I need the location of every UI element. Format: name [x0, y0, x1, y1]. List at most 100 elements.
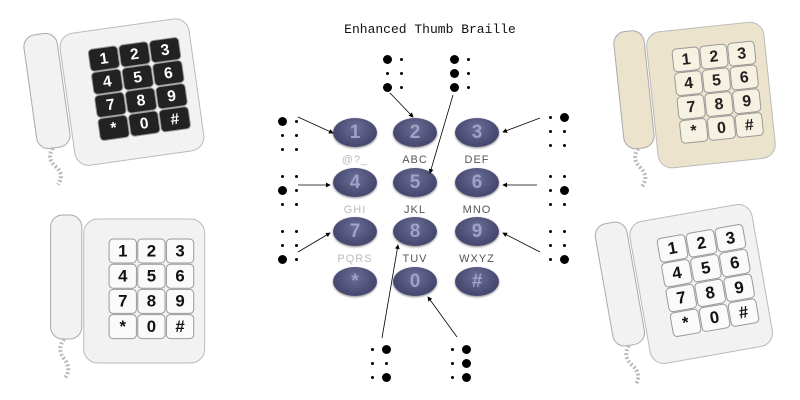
svg-text:9: 9: [166, 88, 177, 106]
phone-key-3: 3: [727, 40, 757, 67]
flat-dot: [280, 174, 284, 178]
raised-dot: [382, 82, 392, 92]
flat-dot: [399, 85, 403, 89]
svg-text:0: 0: [139, 115, 150, 133]
flat-dot: [399, 71, 403, 75]
phone-key-8: 8: [704, 91, 734, 117]
key-letters-9: WXYZ: [459, 253, 495, 265]
svg-text:#: #: [744, 117, 755, 135]
phone-key-5: 5: [137, 263, 166, 289]
raised-dot: [277, 116, 287, 126]
arrow-8: [381, 244, 400, 339]
svg-text:9: 9: [741, 93, 752, 111]
svg-text:5: 5: [147, 266, 156, 285]
key-0: 0: [393, 267, 437, 296]
svg-text:6: 6: [175, 266, 184, 285]
svg-text:6: 6: [739, 69, 750, 87]
raised-dot: [461, 372, 471, 382]
flat-dot: [450, 347, 454, 351]
svg-text:*: *: [119, 317, 126, 336]
svg-text:3: 3: [175, 241, 184, 260]
raised-dot: [381, 372, 391, 382]
svg-text:2: 2: [129, 46, 140, 64]
svg-text:1: 1: [666, 238, 679, 258]
key-4: 4: [333, 168, 377, 197]
phone-key-9: 9: [732, 88, 762, 115]
raised-dot: [449, 82, 459, 92]
phone-key-4: 4: [108, 263, 137, 289]
flat-dot: [562, 229, 566, 233]
svg-text:8: 8: [714, 96, 725, 114]
raised-dot: [461, 358, 471, 368]
phone-key-1: 1: [87, 45, 121, 72]
phone-key-7: 7: [665, 283, 698, 313]
phone-key-7: 7: [108, 288, 137, 314]
svg-text:8: 8: [147, 292, 156, 311]
key-letters-8: TUV: [402, 253, 428, 265]
flat-dot: [466, 71, 470, 75]
coiled-cord: [48, 146, 63, 186]
svg-text:3: 3: [724, 228, 737, 248]
svg-text:9: 9: [733, 277, 746, 297]
handset: [23, 32, 71, 150]
key-7: 7: [333, 217, 377, 246]
phone-key-0: 0: [706, 115, 736, 141]
phone-key-9: 9: [723, 273, 755, 302]
phone-key-*: *: [108, 314, 137, 340]
phone-key-3: 3: [148, 37, 182, 64]
flat-dot: [280, 202, 284, 206]
svg-text:4: 4: [683, 75, 694, 93]
svg-text:8: 8: [704, 283, 717, 303]
svg-text:7: 7: [686, 99, 697, 117]
phone-key-8: 8: [124, 87, 158, 114]
key-letters-1: @?_: [341, 154, 369, 166]
flat-dot: [548, 229, 552, 233]
raised-dot: [559, 185, 569, 195]
flat-dot: [548, 174, 552, 178]
phone-key-#: #: [165, 314, 195, 340]
raised-dot: [559, 254, 569, 264]
svg-text:5: 5: [700, 258, 713, 278]
svg-text:8: 8: [136, 92, 147, 110]
svg-text:*: *: [690, 123, 699, 141]
flat-dot: [548, 257, 552, 261]
svg-text:#: #: [737, 302, 750, 322]
svg-text:3: 3: [160, 41, 171, 59]
phone-key-5: 5: [121, 64, 154, 91]
flat-dot: [562, 202, 566, 206]
key-letters-2: ABC: [402, 154, 428, 166]
svg-text:3: 3: [736, 45, 747, 63]
phone-key-5: 5: [690, 254, 722, 283]
svg-text:6: 6: [729, 253, 742, 273]
phone-key-6: 6: [729, 64, 759, 91]
key-#: #: [455, 267, 499, 296]
flat-dot: [294, 174, 298, 178]
phone-key-6: 6: [165, 263, 195, 289]
svg-text:7: 7: [675, 288, 688, 308]
raised-dot: [381, 344, 391, 354]
flat-dot: [562, 243, 566, 247]
coiled-cord: [633, 147, 648, 188]
flat-dot: [562, 143, 566, 147]
arrow-7: [297, 232, 331, 253]
arrow-3: [502, 117, 541, 133]
flat-dot: [294, 133, 298, 137]
svg-text:4: 4: [118, 266, 128, 285]
flat-dot: [548, 115, 552, 119]
phone-key-2: 2: [685, 229, 718, 258]
phone-key-5: 5: [701, 67, 731, 94]
raised-dot: [277, 254, 287, 264]
key-9: 9: [455, 217, 499, 246]
svg-text:7: 7: [118, 292, 127, 311]
phone-key-#: #: [158, 106, 191, 133]
phone-key-*: *: [679, 118, 709, 144]
flat-dot: [384, 361, 388, 365]
phone-key-0: 0: [698, 303, 731, 332]
flat-dot: [450, 375, 454, 379]
svg-text:*: *: [681, 313, 691, 333]
flat-dot: [548, 129, 552, 133]
svg-text:#: #: [169, 111, 180, 129]
phone-key-3: 3: [165, 238, 195, 264]
raised-dot: [277, 185, 287, 195]
